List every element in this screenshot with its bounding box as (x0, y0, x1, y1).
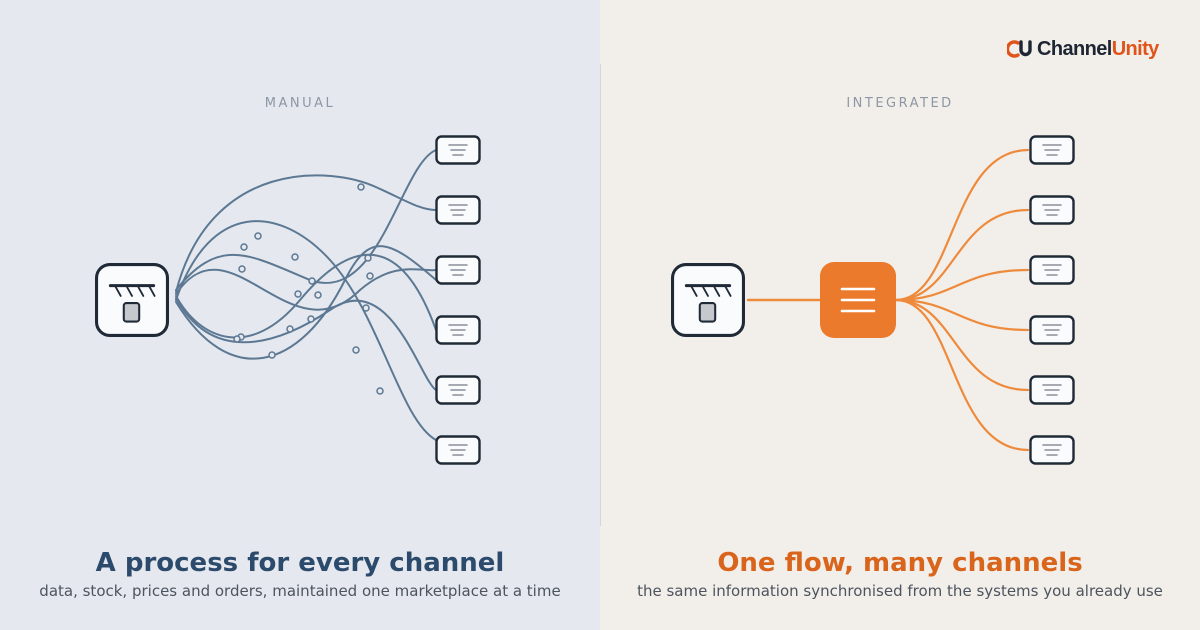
manual-node (314, 291, 322, 299)
panel-divider (600, 64, 601, 526)
manual-node (376, 387, 384, 395)
manual-channels (435, 135, 481, 465)
manual-line (175, 268, 437, 311)
integrated-line (894, 298, 1030, 332)
channel-list-icon (1029, 435, 1075, 465)
integrated-label: INTEGRATED (846, 96, 954, 111)
channel-list-icon (1029, 375, 1075, 405)
integrated-fan-lines (894, 148, 1030, 452)
manual-line (175, 297, 437, 391)
manual-node (366, 272, 374, 280)
channel-list-icon (435, 195, 481, 225)
manual-node (240, 243, 248, 251)
manual-line (175, 253, 437, 339)
manual-node (233, 335, 241, 343)
manual-node (364, 254, 372, 262)
integrated-line (894, 148, 1030, 302)
brand-name: ChannelUnity (1037, 38, 1159, 61)
manual-headline: A process for every channel (95, 548, 505, 578)
store-icon (671, 263, 745, 337)
hub-menu-icon (820, 262, 896, 338)
manual-node (294, 290, 302, 298)
channel-list-icon (1029, 135, 1075, 165)
manual-node (352, 346, 360, 354)
channel-list-icon (435, 135, 481, 165)
manual-node (308, 277, 316, 285)
manual-node (362, 304, 370, 312)
channel-list-icon (435, 435, 481, 465)
manual-node (357, 183, 365, 191)
manual-node (254, 232, 262, 240)
store-icon (95, 263, 169, 337)
integrated-headline: One flow, many channels (717, 548, 1083, 578)
manual-line (175, 245, 437, 360)
brand-logo: ChannelUnity (1007, 36, 1159, 62)
integrated-line (894, 268, 1030, 302)
integrated-line (894, 208, 1030, 302)
channel-list-icon (1029, 255, 1075, 285)
manual-node (268, 351, 276, 359)
manual-node (238, 265, 246, 273)
channel-list-icon (435, 315, 481, 345)
channel-list-icon (435, 255, 481, 285)
manual-node (291, 253, 299, 261)
integrated-channels (1029, 135, 1075, 465)
channel-list-icon (435, 375, 481, 405)
manual-crossing-nodes (233, 183, 384, 395)
channel-list-icon (1029, 315, 1075, 345)
manual-node (286, 325, 294, 333)
manual-node (307, 315, 315, 323)
manual-subline: data, stock, prices and orders, maintain… (39, 582, 561, 600)
manual-tangled-lines (175, 149, 437, 441)
integrated-line (894, 298, 1030, 452)
brand-name-part1: Channel (1037, 37, 1112, 60)
manual-label: MANUAL (264, 96, 336, 111)
integrated-subline: the same information synchronised from t… (637, 582, 1163, 600)
integrated-line (894, 298, 1030, 392)
manual-line (175, 220, 437, 441)
channel-list-icon (1029, 195, 1075, 225)
cu-logo-mark-icon (1007, 40, 1032, 58)
brand-name-part2: Unity (1111, 37, 1160, 60)
manual-line (175, 174, 437, 293)
